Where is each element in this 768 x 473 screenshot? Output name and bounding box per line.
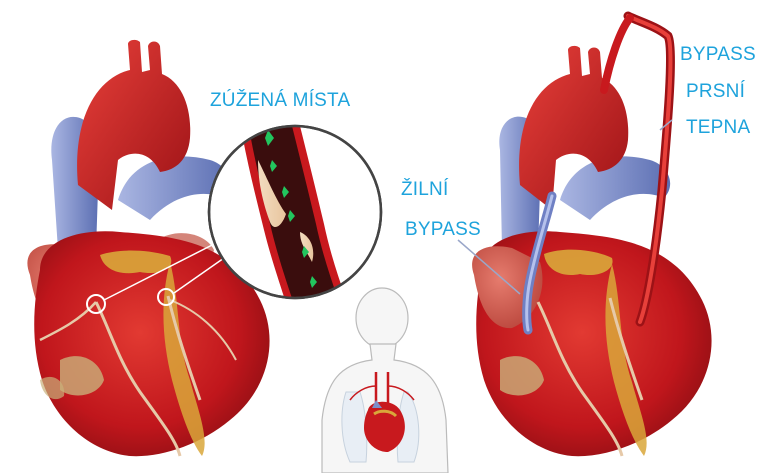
heart-after-illustration [458, 16, 712, 456]
label-vein-bypass-line2: BYPASS [405, 220, 481, 239]
label-mammary-bypass-line2: PRSNÍ [686, 82, 745, 101]
label-narrowed-sites: ZÚŽENÁ MÍSTA [210, 91, 350, 110]
label-mammary-bypass-line1: BYPASS [680, 45, 756, 64]
label-mammary-bypass-line3: TEPNA [686, 118, 750, 137]
label-vein-bypass-line1: ŽILNÍ [401, 180, 448, 199]
body-silhouette [322, 288, 448, 473]
